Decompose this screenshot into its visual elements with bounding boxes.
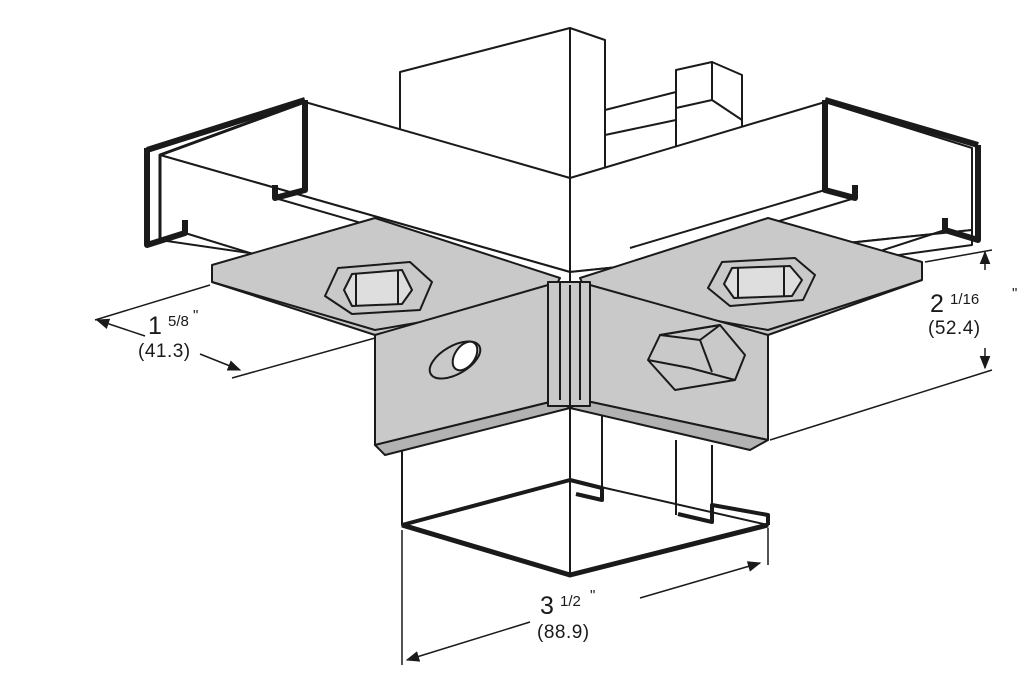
flange-width-arrow-b xyxy=(199,353,242,371)
height-label: 2 1/16 " (52.4) xyxy=(928,285,1017,339)
bolt-hole xyxy=(428,340,482,380)
channel-width-whole: 3 xyxy=(540,592,554,620)
channel-width-metric: (88.9) xyxy=(537,622,590,643)
dimension-lines xyxy=(94,249,993,665)
post-lower xyxy=(401,405,770,578)
flange-width-inch-mark: " xyxy=(193,307,198,324)
hex-bolt-right xyxy=(707,257,816,307)
flange-width-label: 1 5/8 " (41.3) xyxy=(138,307,198,362)
channel-width-arrow-left xyxy=(405,621,531,662)
channel-width-inch-mark: " xyxy=(590,587,595,604)
height-inch-mark: " xyxy=(1012,285,1017,302)
channel-width-fraction: 1/2 xyxy=(560,593,581,610)
hex-bolt-front xyxy=(647,324,746,391)
flange-width-metric: (41.3) xyxy=(138,341,191,362)
height-fraction: 1/16 xyxy=(950,291,979,308)
height-metric: (52.4) xyxy=(928,318,981,339)
flange-width-whole: 1 xyxy=(148,312,162,340)
hex-bolt-left xyxy=(324,261,433,315)
flange-width-arrow-a xyxy=(95,318,146,337)
height-whole: 2 xyxy=(930,290,944,318)
channel-width-arrow-right xyxy=(639,561,762,599)
flange-width-fraction: 5/8 xyxy=(168,313,189,330)
channel-width-label: 3 1/2 " (88.9) xyxy=(537,587,595,643)
